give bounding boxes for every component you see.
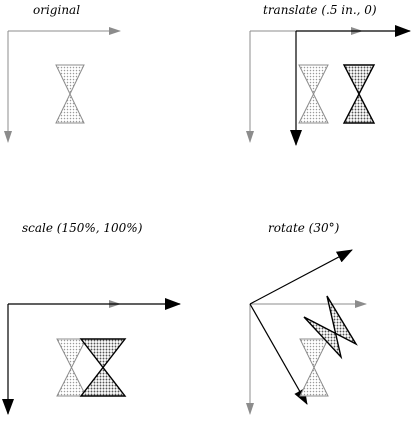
- scale-original-hourglass: [56, 338, 87, 397]
- rotate-new-x-axis: [249, 249, 353, 305]
- rotate-new-y-axis: [249, 303, 308, 405]
- original-axes: [4, 27, 121, 143]
- panel-scale: scale (150%, 100%): [2, 221, 181, 415]
- original-hourglass: [55, 64, 85, 124]
- caption-rotate: rotate (30°): [268, 221, 340, 235]
- scale-new-hourglass: [79, 338, 127, 397]
- panel-original: original: [4, 3, 121, 143]
- caption-scale: scale (150%, 100%): [22, 221, 143, 235]
- translate-new-axes: [290, 25, 411, 146]
- translate-new-hourglass: [342, 64, 376, 124]
- panel-rotate: rotate (30°): [246, 221, 367, 415]
- panel-translate: translate (.5 in., 0): [246, 3, 411, 146]
- rotate-new-axes: [249, 249, 353, 405]
- scale-new-axes: [2, 298, 181, 415]
- caption-original: original: [33, 3, 80, 17]
- translate-original-hourglass: [298, 64, 329, 124]
- rotate-original-hourglass: [299, 338, 329, 397]
- rotate-new-hourglass: [303, 295, 358, 360]
- translate-original-axes: [246, 27, 363, 143]
- caption-translate: translate (.5 in., 0): [263, 3, 377, 17]
- rotate-original-axes: [246, 300, 367, 415]
